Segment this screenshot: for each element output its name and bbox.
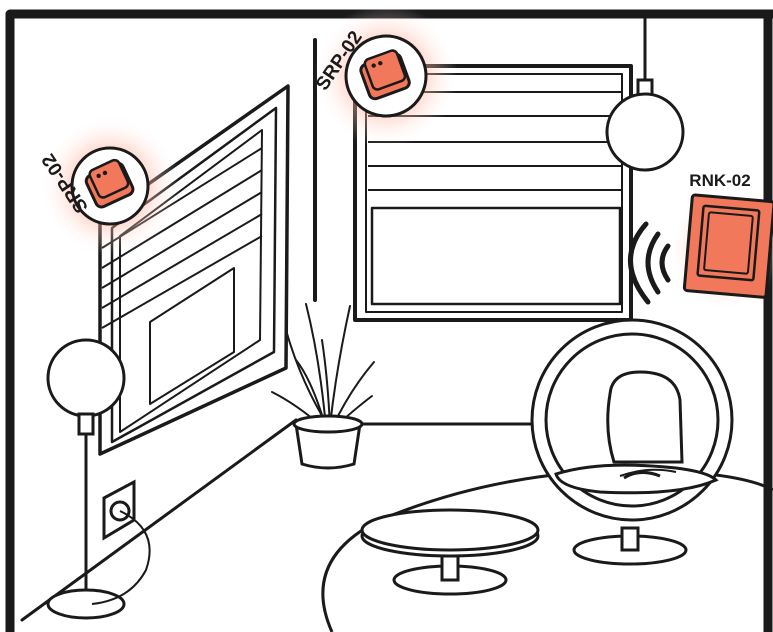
wall-socket <box>92 482 150 604</box>
ball-chair <box>532 320 732 564</box>
srp-02-left-module: SRP-02 <box>38 116 180 256</box>
srp-02-center-module: SRP-02 <box>312 4 458 148</box>
floor-lamp <box>48 340 124 618</box>
coffee-table <box>362 510 538 594</box>
wireless-panel-icon <box>684 195 773 298</box>
rnk-02-label: RNK-02 <box>689 171 750 190</box>
rnk-02-remote: RNK-02 <box>630 171 773 310</box>
wireless-signal-icon <box>630 224 668 302</box>
